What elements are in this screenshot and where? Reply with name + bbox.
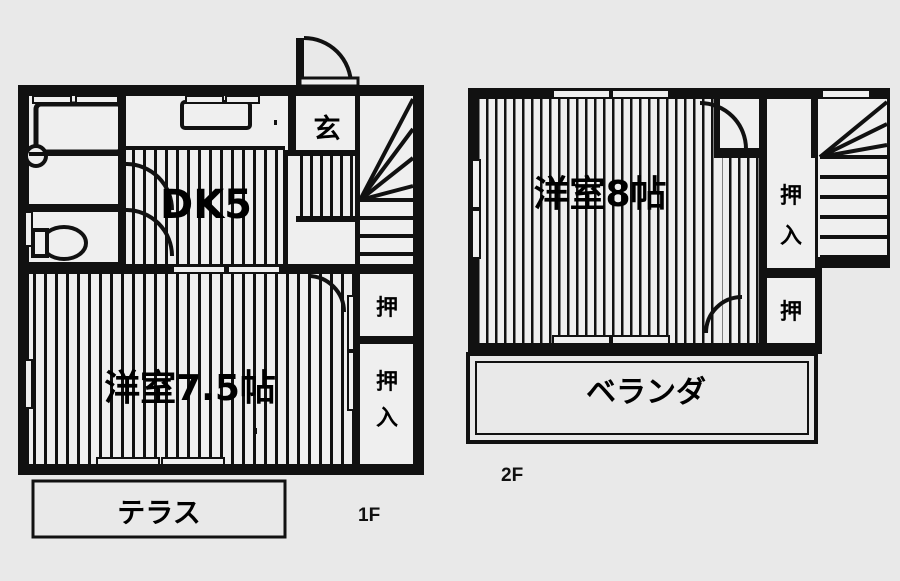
bath-window-2 [75,95,119,104]
dk-right-partition [283,150,288,264]
room-label-terrace: テラス [117,496,200,529]
toilet-door-swing [125,208,174,257]
landing-left-wall [714,99,720,151]
hall-bottom-wall [296,216,359,222]
washroom-door-swing [125,162,174,211]
closet-divider-2f [759,268,815,278]
washitsu-marker [253,428,257,434]
stair-treads-2f [820,155,887,259]
closet-lower-2f [767,278,815,343]
stair-left-wall [355,96,360,264]
entrance-zone [296,96,359,156]
washitsu-window-bottom-2 [161,457,225,466]
kitchen-sink [180,100,252,130]
washroom-toilet-partition [29,204,126,212]
dk-window-2 [225,95,260,104]
room-label-closet-upper-2f-b: 入 [780,224,802,249]
bedroom-window-top-1 [552,89,611,99]
room-label-closet-lower-2f: 押 [780,299,802,325]
dk-floor-hatch-upper [126,150,285,264]
bath-partition [29,152,126,156]
bath-window-1 [32,95,72,104]
stair-winder-top [358,98,415,202]
closet-door-swing [307,274,346,313]
counter-edge [126,146,285,150]
room-label-dk: DK5 [160,182,252,228]
bedroom-floor-hatch [479,99,718,343]
room-label-closet-lower-1f-b: 入 [376,406,398,431]
landing-bottom-wall [714,148,767,158]
bedroom-window-left-1 [471,159,481,209]
entry-door-leaf [296,38,304,85]
room-label-entrance: 玄 [314,113,341,145]
entry-threshold [298,76,360,88]
wetzone-right-wall [118,96,126,270]
closet-divider-1f [360,336,413,344]
stair-treads [360,198,413,256]
stair-window-2f [821,89,871,99]
floor-label-1f: 1F [358,505,380,526]
room-label-bedroom: 洋室8帖 [533,174,666,215]
bedroom-window-left-2 [471,209,481,259]
closet-lower-1f [360,344,413,464]
floor-label-2f: 2F [501,465,523,486]
bedroom-window-bottom-1 [552,335,611,345]
toilet-tank [31,228,49,258]
bedroom-hatch-strip [722,152,762,343]
closet-slider-2 [347,351,355,411]
veranda-inner [475,361,809,435]
washitsu-fusuma-2 [227,265,281,274]
washitsu-fusuma-1 [172,265,226,274]
washitsu-right-wall [352,274,360,464]
terrace-box [31,479,287,539]
bedroom-door-swing-top [699,101,748,150]
bathtub [33,101,125,155]
washitsu-window-bottom-1 [96,457,160,466]
floor-1-plan: DK5 玄 洋室7.5帖 押 押 入 テラス 1F [18,36,424,539]
dk-marker [274,120,277,125]
toilet-window [24,211,33,247]
closet-slider-1 [347,295,355,351]
floor-2-plan: 洋室8帖 押 入 押 ベランダ 2F [466,88,890,486]
room-label-closet-lower-1f-a: 押 [376,369,398,395]
entrance-step-wall [296,150,359,156]
closet-upper-2f [767,158,815,268]
room-label-washitsu: 洋室7.5帖 [104,368,276,409]
washitsu-window-left [24,359,33,409]
bedroom-door-swing-bottom [704,295,743,334]
room-label-veranda: ベランダ [586,375,706,410]
entrance-hall-hatch [296,156,359,218]
bedroom-window-bottom-2 [611,335,670,345]
closet-block-left-wall-2f [759,99,767,343]
room-label-closet-upper-1f: 押 [376,295,398,321]
washitsu-floor-hatch [29,274,355,464]
dk-window-1 [185,95,224,104]
bedroom-window-top-2 [611,89,670,99]
entrance-left-wall [288,96,296,156]
closet-upper-1f [360,274,413,336]
room-label-closet-upper-2f-a: 押 [780,183,802,209]
